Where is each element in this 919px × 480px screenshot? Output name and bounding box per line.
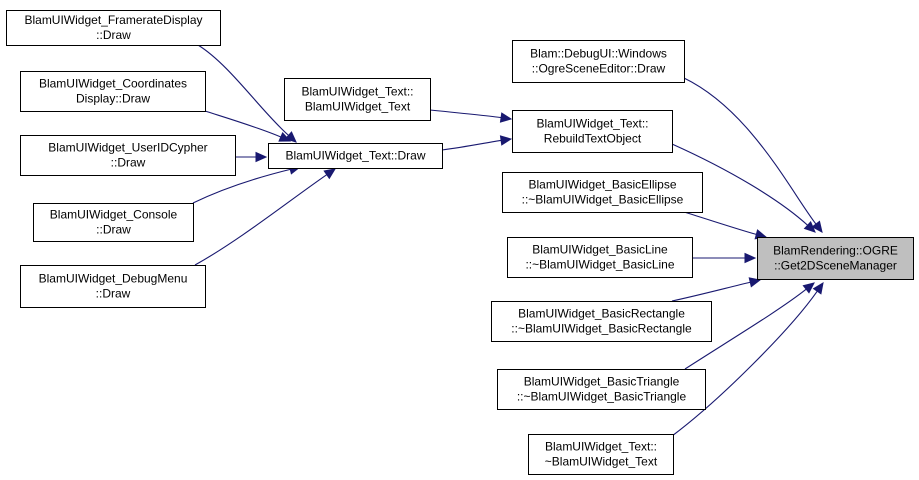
node-label-line: BlamRendering::OGRE — [773, 244, 898, 258]
arrowhead-n3-n2 — [499, 112, 513, 123]
node-label-line: BlamUIWidget_DebugMenu — [39, 272, 188, 286]
edge-n5-n4 — [197, 44, 289, 136]
node-n0[interactable]: BlamRendering::OGRE::Get2DSceneManager — [757, 237, 914, 280]
node-box — [507, 237, 693, 278]
node-label-line: ::~BlamUIWidget_BasicLine — [525, 258, 674, 272]
node-box — [502, 172, 703, 213]
node-box — [512, 40, 685, 83]
node-n5[interactable]: BlamUIWidget_FramerateDisplay::Draw — [6, 10, 221, 46]
node-label-line: BlamUIWidget_FramerateDisplay — [24, 13, 202, 27]
node-label-line: RebuildTextObject — [544, 132, 642, 146]
node-box — [33, 203, 194, 242]
node-n9[interactable]: BlamUIWidget_DebugMenu::Draw — [20, 265, 206, 308]
node-label-line: ::Draw — [111, 156, 146, 170]
node-label-line: BlamUIWidget_Text::Draw — [285, 149, 425, 163]
node-box — [757, 237, 914, 280]
edge-n2-n0 — [671, 143, 808, 226]
node-label-line: BlamUIWidget_BasicTriangle — [524, 375, 680, 389]
node-label-line: Display::Draw — [76, 92, 150, 106]
node-label-line: ::OgreSceneEditor::Draw — [532, 62, 666, 76]
edge-n10-n0 — [683, 211, 757, 235]
node-box — [20, 71, 206, 112]
edge-n9-n4 — [194, 174, 328, 266]
node-n8[interactable]: BlamUIWidget_Console::Draw — [33, 203, 194, 242]
node-label-line: BlamUIWidget_Text — [305, 100, 411, 114]
node-label-line: ::~BlamUIWidget_BasicRectangle — [511, 322, 692, 336]
node-label-line: ::Draw — [96, 223, 131, 237]
node-label-line: BlamUIWidget_Console — [50, 208, 178, 222]
node-n10[interactable]: BlamUIWidget_BasicEllipse::~BlamUIWidget… — [502, 172, 703, 213]
edge-n13-n0 — [684, 288, 807, 370]
node-box — [497, 369, 706, 410]
node-box — [284, 78, 431, 121]
edge-n4-n2 — [441, 139, 502, 151]
edge-n1-n0 — [683, 77, 817, 225]
node-label-line: BlamUIWidget_BasicEllipse — [528, 178, 676, 192]
node-label-line: ::~BlamUIWidget_BasicTriangle — [517, 390, 687, 404]
arrowhead-n14-n0 — [812, 282, 824, 295]
node-n7[interactable]: BlamUIWidget_UserIDCypher::Draw — [20, 135, 236, 176]
node-box — [20, 265, 206, 308]
node-n3[interactable]: BlamUIWidget_Text::BlamUIWidget_Text — [284, 78, 431, 121]
arrowhead-n11-n0 — [744, 252, 757, 264]
node-label-line: ::Draw — [96, 287, 131, 301]
arrowhead-n6-n4 — [278, 131, 292, 142]
node-n2[interactable]: BlamUIWidget_Text::RebuildTextObject — [512, 110, 673, 153]
arrowhead-n12-n0 — [748, 277, 762, 288]
node-box — [512, 110, 673, 153]
node-label-line: ::~BlamUIWidget_BasicEllipse — [522, 193, 684, 207]
node-box — [528, 434, 674, 475]
arrowhead-n2-n0 — [803, 221, 816, 233]
node-label-line: BlamUIWidget_UserIDCypher — [48, 141, 207, 155]
arrowhead-n9-n4 — [323, 168, 337, 180]
node-label-line: ::Draw — [96, 28, 131, 42]
edge-n6-n4 — [204, 110, 282, 138]
node-label-line: BlamUIWidget_BasicLine — [532, 243, 668, 257]
node-box — [268, 143, 443, 169]
node-label-line: BlamUIWidget_Text:: — [536, 117, 648, 131]
node-box — [491, 301, 712, 342]
node-n13[interactable]: BlamUIWidget_BasicTriangle::~BlamUIWidge… — [497, 369, 706, 410]
arrowhead-n4-n2 — [499, 135, 513, 146]
node-box — [20, 135, 236, 176]
edges-layer — [192, 44, 824, 437]
node-label-line: Blam::DebugUI::Windows — [530, 47, 667, 61]
node-n1[interactable]: Blam::DebugUI::Windows::OgreSceneEditor:… — [512, 40, 685, 83]
nodes-layer: BlamRendering::OGRE::Get2DSceneManagerBl… — [6, 10, 914, 475]
node-n14[interactable]: BlamUIWidget_Text::~BlamUIWidget_Text — [528, 434, 674, 475]
edge-n8-n4 — [192, 168, 291, 204]
node-label-line: BlamUIWidget_Text:: — [301, 85, 413, 99]
node-n11[interactable]: BlamUIWidget_BasicLine::~BlamUIWidget_Ba… — [507, 237, 693, 278]
node-n12[interactable]: BlamUIWidget_BasicRectangle::~BlamUIWidg… — [491, 301, 712, 342]
node-label-line: ~BlamUIWidget_Text — [545, 455, 658, 469]
node-n4[interactable]: BlamUIWidget_Text::Draw — [268, 143, 443, 169]
node-box — [6, 10, 221, 46]
node-label-line: BlamUIWidget_Text:: — [545, 440, 657, 454]
edge-n12-n0 — [671, 281, 751, 302]
arrowhead-n13-n0 — [802, 282, 815, 294]
edge-n3-n2 — [429, 109, 502, 119]
node-label-line: BlamUIWidget_BasicRectangle — [518, 307, 685, 321]
arrowhead-n7-n4 — [255, 151, 268, 163]
arrowhead-n1-n0 — [811, 220, 823, 233]
edge-n14-n0 — [671, 290, 818, 437]
node-label-line: BlamUIWidget_Coordinates — [39, 77, 187, 91]
node-label-line: ::Get2DSceneManager — [774, 259, 897, 273]
